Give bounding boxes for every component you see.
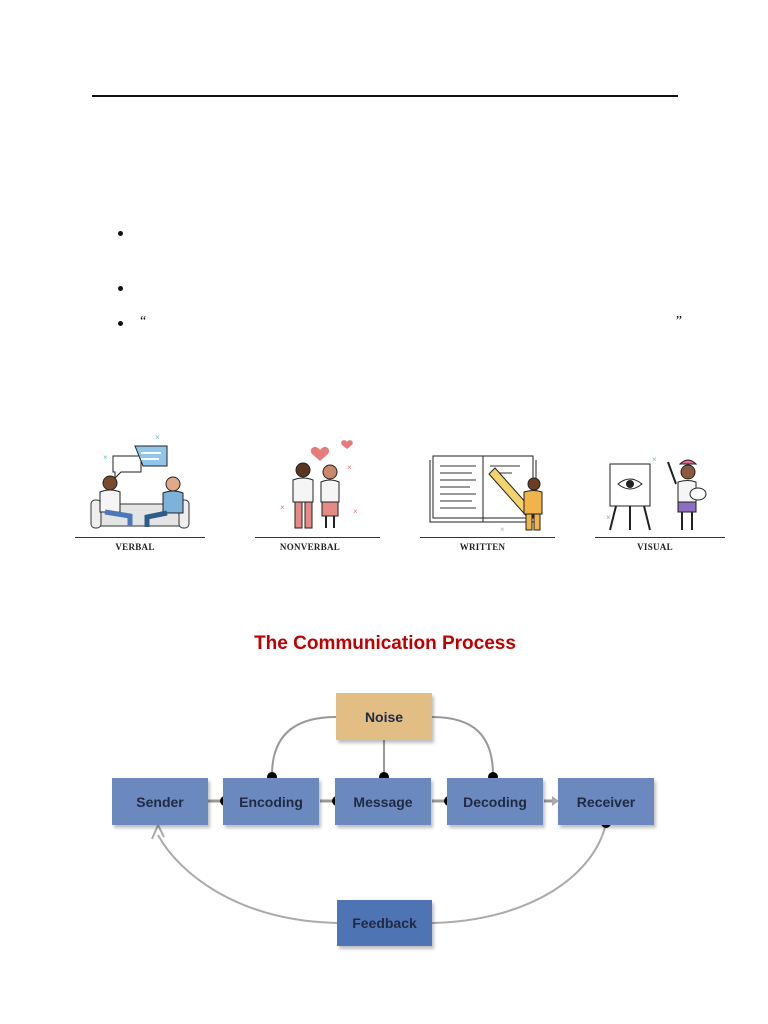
bullet-icon — [118, 286, 123, 291]
noise-connector-decoding — [431, 716, 494, 776]
open-quote-mark: “ — [140, 314, 147, 329]
svg-text:×: × — [606, 513, 611, 522]
decoding-box: Decoding — [447, 778, 543, 825]
type-label-visual: VISUAL — [637, 542, 673, 552]
diagram-title: The Communication Process — [254, 633, 516, 654]
svg-text:×: × — [347, 463, 352, 472]
ground-line — [420, 537, 555, 538]
type-panel-nonverbal: × × × NONVERBAL — [225, 428, 395, 560]
svg-text:×: × — [652, 455, 657, 464]
close-quote-mark: ” — [674, 314, 682, 329]
list-item: “ ” — [112, 314, 682, 334]
list-item — [112, 279, 682, 299]
bullet-icon — [118, 321, 123, 326]
feedback-box: Feedback — [337, 900, 432, 946]
type-panel-verbal: × × VERBAL — [55, 428, 215, 560]
type-panel-written: × WRITTEN — [400, 428, 565, 560]
receiver-box: Receiver — [558, 778, 654, 825]
svg-text:×: × — [500, 525, 505, 534]
list-item — [112, 224, 682, 244]
type-label-written: WRITTEN — [459, 542, 506, 552]
message-box: Message — [335, 778, 431, 825]
bullet-icon — [118, 231, 123, 236]
ground-line — [255, 537, 380, 538]
conversation-illustration-icon: × × — [90, 433, 190, 529]
type-panel-visual: × × VISUAL — [570, 428, 740, 560]
feedback-loop-right — [431, 822, 607, 924]
ground-line — [595, 537, 725, 538]
svg-text:×: × — [280, 503, 285, 512]
ground-line — [75, 537, 205, 538]
body-language-illustration-icon: × × × — [280, 440, 358, 529]
feedback-arrow-head — [151, 822, 165, 840]
svg-text:×: × — [353, 507, 358, 516]
sender-box: Sender — [112, 778, 208, 825]
feedback-loop-left — [157, 834, 338, 924]
encoding-box: Encoding — [223, 778, 319, 825]
noise-connector-encoding — [271, 716, 337, 776]
type-label-nonverbal: NONVERBAL — [279, 542, 341, 552]
communication-process-diagram: The Communication Process Nois — [100, 625, 670, 965]
type-label-verbal: VERBAL — [115, 542, 155, 552]
communication-types-figure: × × VERBAL × × × — [55, 428, 740, 560]
noise-box: Noise — [336, 693, 432, 740]
diagram-connectors — [151, 716, 611, 924]
flow-arrow-head — [552, 796, 559, 806]
svg-text:×: × — [103, 453, 108, 462]
painting-easel-illustration-icon: × × — [606, 455, 707, 531]
horizontal-rule — [92, 95, 678, 97]
svg-text:×: × — [155, 433, 160, 442]
book-writing-illustration-icon: × — [429, 455, 543, 534]
